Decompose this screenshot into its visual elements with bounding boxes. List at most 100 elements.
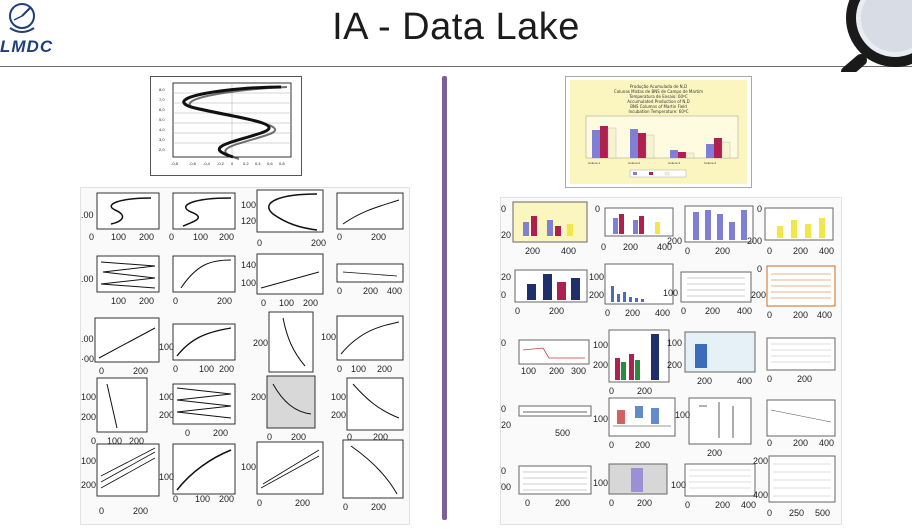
svg-text:400: 400 xyxy=(387,286,402,296)
svg-text:100: 100 xyxy=(593,478,608,488)
svg-text:100: 100 xyxy=(321,332,336,342)
svg-text:200: 200 xyxy=(549,306,564,316)
svg-text:-0,2: -0,2 xyxy=(217,161,225,166)
svg-text:500: 500 xyxy=(555,428,570,438)
svg-text:0,6: 0,6 xyxy=(267,161,273,166)
svg-text:.00: .00 xyxy=(81,210,94,220)
svg-text:Coluna 3: Coluna 3 xyxy=(668,161,680,165)
svg-text:100: 100 xyxy=(671,480,686,490)
svg-text:200: 200 xyxy=(797,374,812,384)
svg-text:200: 200 xyxy=(635,440,650,450)
svg-text:200: 200 xyxy=(623,242,638,252)
svg-text:100: 100 xyxy=(111,232,126,242)
svg-text:0: 0 xyxy=(685,246,690,256)
svg-text:100: 100 xyxy=(351,364,366,374)
svg-text:100: 100 xyxy=(241,462,256,472)
svg-text:-0,8: -0,8 xyxy=(171,161,179,166)
svg-text:200: 200 xyxy=(217,296,232,306)
svg-text:0: 0 xyxy=(257,238,262,248)
svg-text:100: 100 xyxy=(195,494,210,504)
svg-text:100: 100 xyxy=(159,472,174,482)
svg-text:120: 120 xyxy=(241,216,256,226)
svg-text:0: 0 xyxy=(337,286,342,296)
svg-text:20: 20 xyxy=(501,272,511,282)
lmdc-logo: LMDC xyxy=(0,0,80,60)
svg-text:200: 200 xyxy=(295,498,310,508)
svg-text:200: 200 xyxy=(525,246,540,256)
svg-text:0: 0 xyxy=(501,338,506,348)
svg-text:500: 500 xyxy=(815,508,830,518)
svg-text:140: 140 xyxy=(241,260,256,270)
svg-text:0: 0 xyxy=(337,232,342,242)
svg-text:200: 200 xyxy=(625,308,640,318)
svg-text:200: 200 xyxy=(705,306,720,316)
svg-text:Coluna 1: Coluna 1 xyxy=(588,161,600,165)
svg-text:400: 400 xyxy=(819,438,834,448)
svg-text:400: 400 xyxy=(753,490,768,500)
svg-text:200: 200 xyxy=(715,246,730,256)
svg-text:400: 400 xyxy=(655,308,670,318)
svg-text:100: 100 xyxy=(193,232,208,242)
svg-text:200: 200 xyxy=(251,392,266,402)
svg-text:200: 200 xyxy=(303,298,318,308)
svg-text:200: 200 xyxy=(793,438,808,448)
svg-text:20: 20 xyxy=(501,230,511,240)
svg-text:Coluna 4: Coluna 4 xyxy=(704,161,716,165)
svg-text:100: 100 xyxy=(241,200,256,210)
svg-text:0: 0 xyxy=(261,298,266,308)
svg-text:200: 200 xyxy=(159,410,174,420)
svg-text:200: 200 xyxy=(753,456,768,466)
svg-text:0: 0 xyxy=(767,310,772,320)
svg-text:0: 0 xyxy=(173,364,178,374)
svg-text:0: 0 xyxy=(347,432,352,442)
svg-text:100: 100 xyxy=(159,342,174,352)
svg-text:0: 0 xyxy=(685,500,690,510)
logo-text: LMDC xyxy=(0,37,54,56)
svg-text:5,0: 5,0 xyxy=(159,117,165,122)
svg-text:0: 0 xyxy=(99,366,104,376)
svg-text:200: 200 xyxy=(793,310,808,320)
svg-text:100: 100 xyxy=(521,366,536,376)
svg-text:0: 0 xyxy=(99,506,104,516)
svg-text:200: 200 xyxy=(291,432,306,442)
svg-text:200: 200 xyxy=(667,236,682,246)
svg-text:200: 200 xyxy=(555,498,570,508)
svg-text:400: 400 xyxy=(741,500,756,510)
svg-text:0: 0 xyxy=(609,440,614,450)
svg-text:200: 200 xyxy=(793,246,808,256)
svg-text:100: 100 xyxy=(199,364,214,374)
svg-text:200: 200 xyxy=(219,232,234,242)
header-divider xyxy=(0,66,912,67)
svg-text:200: 200 xyxy=(593,360,608,370)
svg-text:0: 0 xyxy=(501,204,506,214)
svg-text:100: 100 xyxy=(107,436,122,446)
svg-text:8,0: 8,0 xyxy=(159,87,165,92)
svg-text:·00: ·00 xyxy=(81,354,94,364)
svg-text:0,4: 0,4 xyxy=(255,161,261,166)
svg-text:0: 0 xyxy=(91,436,96,446)
svg-text:0: 0 xyxy=(757,204,762,214)
svg-text:0: 0 xyxy=(89,232,94,242)
right-hero-chart: Produção Acumulada de N,D Colunas Mistas… xyxy=(565,76,752,188)
svg-text:4,0: 4,0 xyxy=(159,127,165,132)
svg-text:.00: .00 xyxy=(81,334,94,344)
svg-text:200: 200 xyxy=(219,364,234,374)
svg-text:200: 200 xyxy=(751,290,766,300)
svg-text:200: 200 xyxy=(373,432,388,442)
svg-text:200: 200 xyxy=(371,502,386,512)
svg-text:200: 200 xyxy=(133,506,148,516)
svg-text:200: 200 xyxy=(707,448,722,458)
svg-text:0: 0 xyxy=(257,498,262,508)
svg-text:100: 100 xyxy=(589,272,604,282)
svg-text:-0,4: -0,4 xyxy=(203,161,211,166)
svg-text:200: 200 xyxy=(637,386,652,396)
svg-text:200: 200 xyxy=(139,296,154,306)
svg-text:200: 200 xyxy=(129,436,144,446)
svg-text:6,0: 6,0 xyxy=(159,107,165,112)
svg-text:200: 200 xyxy=(589,290,604,300)
svg-text:0: 0 xyxy=(185,428,190,438)
svg-text:100: 100 xyxy=(241,278,256,288)
svg-text:200: 200 xyxy=(133,366,148,376)
svg-text:100: 100 xyxy=(593,340,608,350)
